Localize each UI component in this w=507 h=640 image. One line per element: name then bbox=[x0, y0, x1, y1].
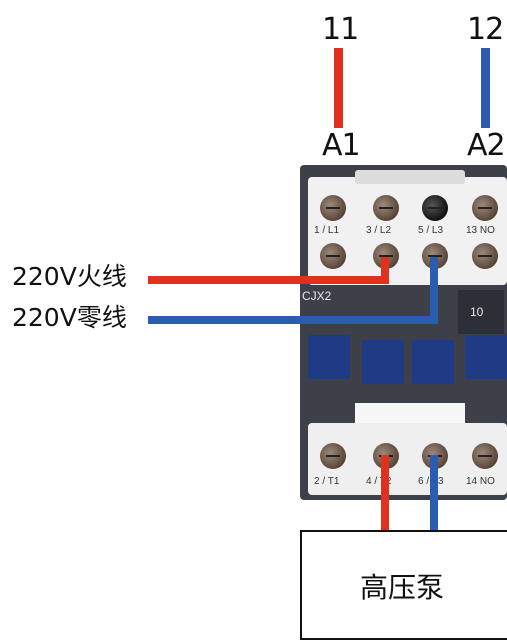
contact-window-2 bbox=[362, 340, 404, 384]
contactor-model-label: CJX2 bbox=[302, 289, 332, 303]
contactor-top-terminal-strip bbox=[308, 177, 507, 285]
contact-window-3 bbox=[412, 340, 454, 384]
coil-wire-a2 bbox=[481, 48, 490, 128]
live-wire-horizontal bbox=[148, 276, 388, 284]
bottom-terminal-label-2: 4 / T2 bbox=[366, 476, 392, 487]
contactor-nameplate bbox=[355, 170, 465, 184]
bottom-terminal-label-1: 2 / T1 bbox=[314, 476, 340, 487]
middle-label-plate bbox=[355, 403, 465, 425]
terminal-screw-1-l1 bbox=[320, 243, 346, 269]
terminal-a2-label: A2 bbox=[467, 128, 506, 163]
terminal-screw-5-l3-upper bbox=[422, 195, 448, 221]
bottom-terminal-label-4: 14 NO bbox=[466, 476, 495, 487]
aux-contact-number: 10 bbox=[470, 305, 484, 319]
neutral-wire-label: 220V零线 bbox=[12, 303, 127, 332]
terminal-screw-3-l2-upper bbox=[373, 195, 399, 221]
high-pressure-pump-box: 高压泵 bbox=[300, 530, 507, 640]
neutral-wire-vertical bbox=[430, 257, 438, 324]
coil-number-11: 11 bbox=[322, 12, 359, 47]
coil-wire-a1 bbox=[334, 48, 343, 128]
aux-contact-window bbox=[458, 290, 504, 334]
terminal-screw-1-l1-upper bbox=[320, 195, 346, 221]
terminal-screw-2-t1 bbox=[320, 443, 346, 469]
contact-window-1 bbox=[308, 335, 350, 379]
live-wire-label: 220V火线 bbox=[12, 262, 127, 291]
neutral-wire-horizontal bbox=[148, 316, 438, 324]
pump-wire-t3 bbox=[430, 455, 438, 532]
live-wire-vertical bbox=[381, 257, 389, 284]
contactor-cjx2: 1 / L1 3 / L2 5 / L3 13 NO CJX2 10 2 / T… bbox=[300, 165, 507, 500]
top-terminal-label-4: 13 NO bbox=[466, 225, 495, 236]
terminal-screw-13-no bbox=[472, 243, 498, 269]
terminal-screw-13-upper bbox=[472, 195, 498, 221]
top-terminal-label-2: 3 / L2 bbox=[366, 225, 392, 236]
coil-number-12: 12 bbox=[467, 12, 504, 47]
terminal-screw-14-no bbox=[472, 443, 498, 469]
contact-window-4 bbox=[465, 335, 507, 379]
pump-wire-t2 bbox=[381, 455, 389, 532]
top-terminal-label-1: 1 / L1 bbox=[314, 225, 340, 236]
top-terminal-label-3: 5 / L3 bbox=[418, 225, 444, 236]
terminal-a1-label: A1 bbox=[322, 128, 361, 163]
high-pressure-pump-label: 高压泵 bbox=[359, 572, 444, 603]
